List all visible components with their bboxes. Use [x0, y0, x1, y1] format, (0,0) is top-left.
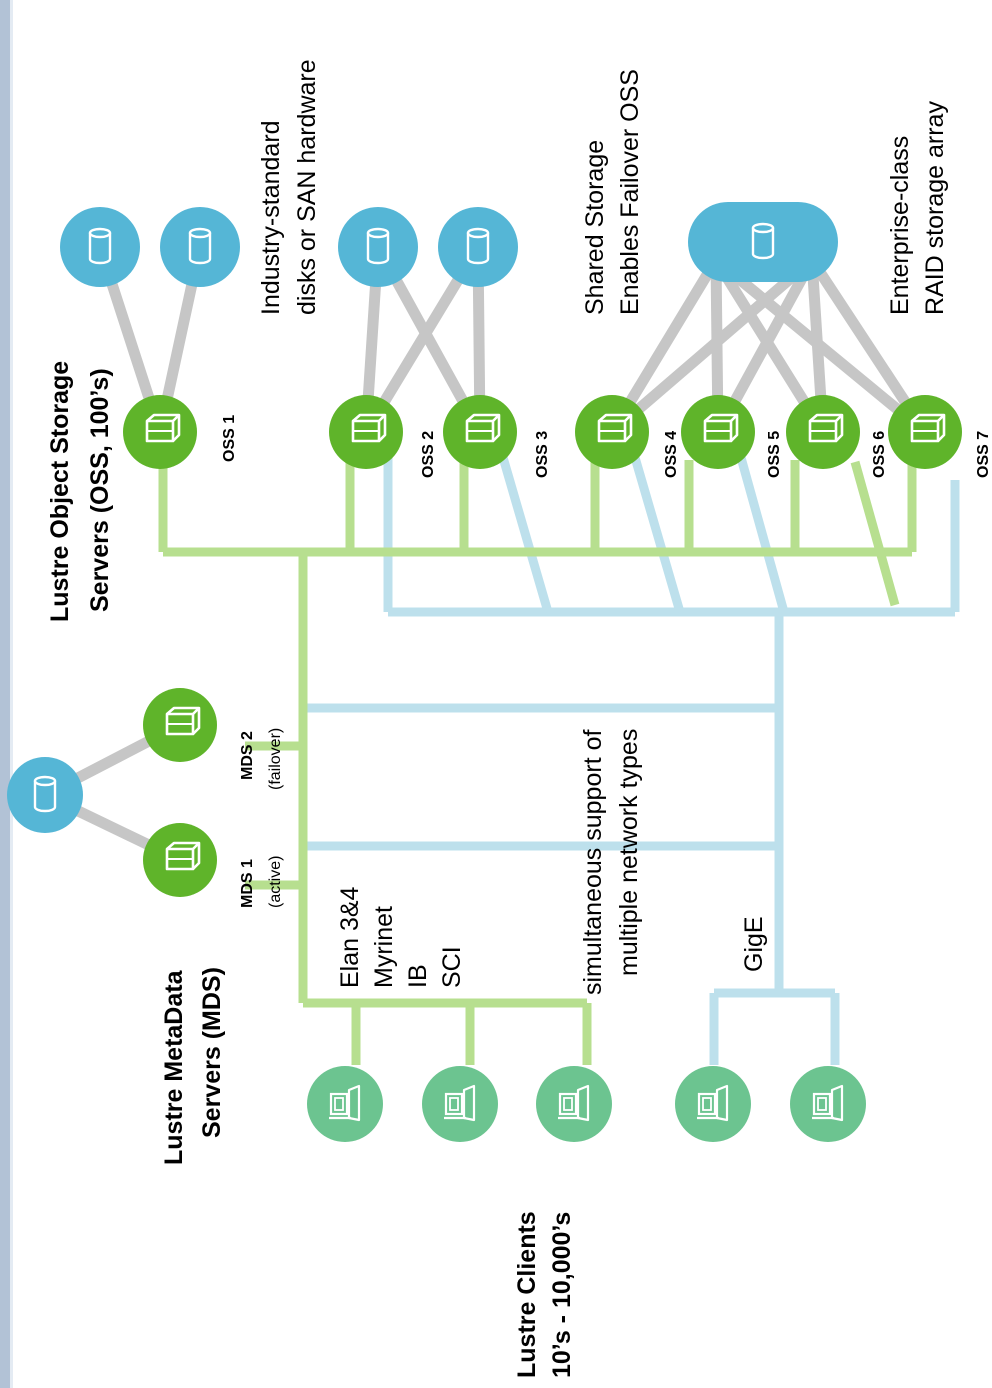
gige-network-links — [300, 452, 960, 1065]
elan-network-links — [158, 460, 917, 1065]
disk-nodes — [7, 202, 838, 833]
mds-heading-line2: Servers (MDS) — [198, 967, 226, 1138]
client-computer-icon — [536, 1066, 612, 1142]
server-box-icon — [786, 395, 860, 469]
shared-note-line1: Shared Storage — [581, 140, 609, 315]
disk-cylinder-icon — [438, 207, 518, 287]
server-box-icon — [681, 395, 755, 469]
mds-heading-line1: Lustre MetaData — [160, 969, 188, 1165]
left-frame-bar — [0, 0, 10, 1388]
server-box-icon — [888, 395, 962, 469]
server-box-icon — [143, 688, 217, 762]
gige-drop-oss5 — [735, 452, 789, 614]
oss-label: OSS 5 — [766, 431, 783, 478]
oss-label: OSS 6 — [871, 431, 888, 478]
network-label-sci: SCI — [438, 946, 466, 988]
clients-heading-line1: Lustre Clients — [513, 1211, 541, 1378]
industry-note-line1: Industry-standard — [257, 120, 285, 315]
simultaneous-note-line1: simultaneous support of — [579, 730, 607, 995]
gige-drop-oss3 — [497, 452, 553, 614]
disk-cylinder-icon — [160, 207, 240, 287]
link-oss7-array-a — [710, 254, 931, 438]
simultaneous-note-line2: multiple network types — [615, 729, 643, 976]
oss-heading-line1: Lustre Object Storage — [46, 361, 74, 622]
elan-diag-oss6 — [850, 460, 900, 607]
client-computer-icon — [307, 1066, 383, 1142]
network-label-ib: IB — [404, 964, 432, 988]
oss-label: OSS 1 — [221, 415, 238, 462]
disk-cylinder-icon — [60, 207, 140, 287]
client-nodes — [307, 1066, 866, 1142]
server-nodes — [123, 395, 962, 897]
oss-label: OSS 3 — [534, 431, 551, 478]
mds2-label-line2: (failover) — [267, 728, 284, 790]
disk-cylinder-icon — [338, 207, 418, 287]
disk-cylinder-icon — [7, 757, 83, 833]
network-label-elan: Elan 3&4 — [336, 886, 364, 988]
left-frame-highlight — [10, 0, 13, 1388]
oss-heading-line2: Servers (OSS, 100’s) — [86, 368, 114, 612]
oss-label: OSS 7 — [975, 431, 992, 478]
server-box-icon — [123, 395, 197, 469]
mds2-label-line1: MDS 2 — [239, 731, 256, 780]
client-computer-icon — [675, 1066, 751, 1142]
oss-label: OSS 2 — [420, 431, 437, 478]
server-box-icon — [575, 395, 649, 469]
industry-note-line2: disks or SAN hardware — [293, 59, 321, 315]
enterprise-note-line2: RAID storage array — [921, 101, 949, 315]
client-computer-icon — [422, 1066, 498, 1142]
client-computer-icon — [790, 1066, 866, 1142]
clients-heading-line2: 10’s - 10,000’s — [548, 1212, 576, 1378]
shared-note-line2: Enables Failover OSS — [616, 69, 644, 315]
mds1-label-line2: (active) — [267, 856, 284, 908]
mds1-label-line1: MDS 1 — [239, 859, 256, 908]
raid-array-disk-icon — [688, 202, 838, 282]
network-label-myrinet: Myrinet — [370, 906, 398, 988]
server-box-icon — [443, 395, 517, 469]
gige-label: GigE — [740, 916, 768, 972]
gige-drop-oss4 — [629, 452, 685, 614]
server-box-icon — [143, 823, 217, 897]
server-box-icon — [329, 395, 403, 469]
enterprise-note-line1: Enterprise-class — [886, 136, 914, 315]
oss-label: OSS 4 — [663, 431, 680, 478]
